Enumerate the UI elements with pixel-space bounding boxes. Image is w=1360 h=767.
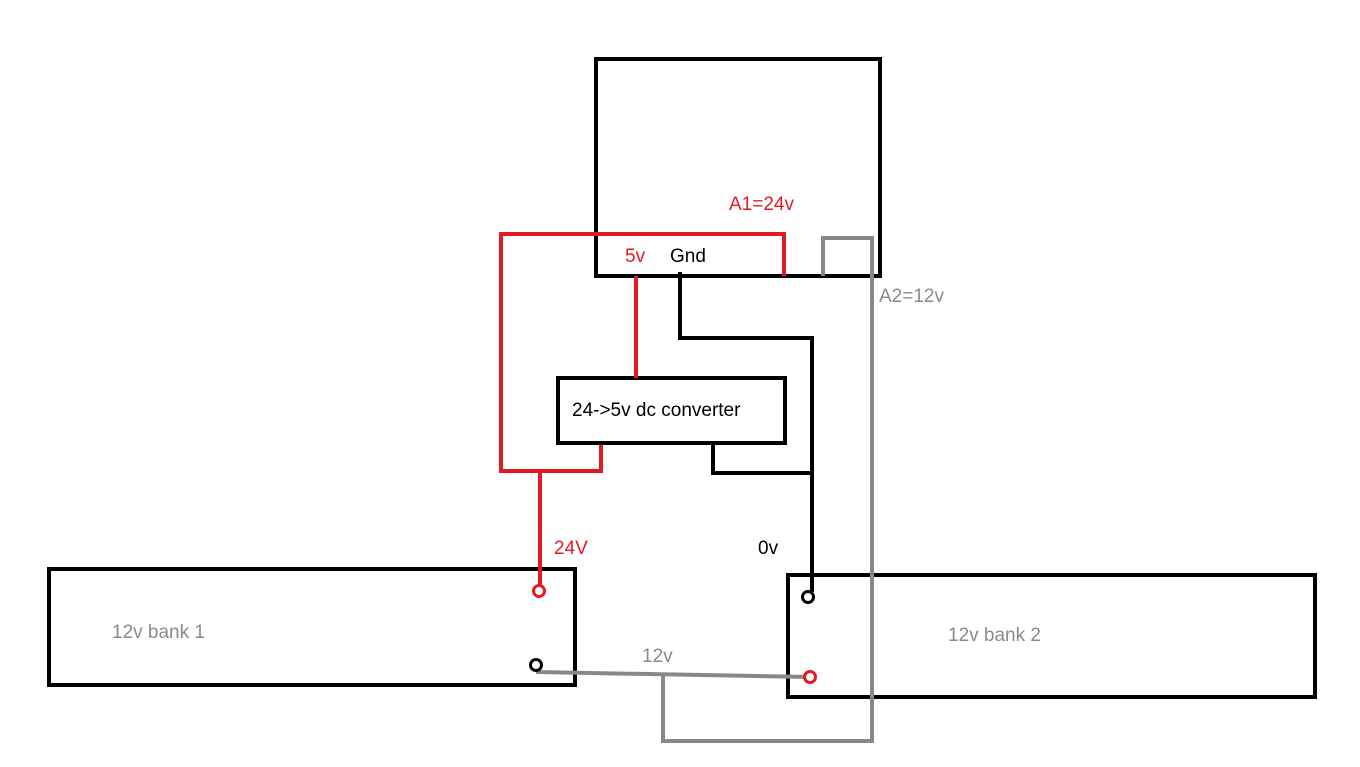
label-a1: A1=24v	[729, 194, 794, 215]
label-a2: A2=12v	[879, 286, 944, 307]
label-bank2: 12v bank 2	[948, 625, 1041, 646]
label-0v: 0v	[758, 538, 779, 559]
bank2-positive-terminal	[803, 670, 817, 684]
battery-bank-2	[786, 573, 1317, 699]
controller-board	[594, 57, 882, 278]
wire-a1-24v	[499, 232, 786, 473]
bank1-positive-terminal	[532, 584, 546, 598]
label-converter: 24->5v dc converter	[572, 400, 741, 421]
label-bank1: 12v bank 1	[112, 622, 205, 643]
wire-gnd	[678, 272, 814, 592]
label-24v: 24V	[554, 538, 588, 559]
wire-12v-bank-link	[535, 670, 811, 679]
label-12v: 12v	[642, 646, 673, 667]
wire-converter-ground	[711, 443, 812, 475]
bank2-negative-terminal	[801, 590, 815, 604]
label-5v: 5v	[625, 246, 646, 267]
bank1-negative-terminal	[529, 658, 543, 672]
dc-converter-box	[556, 376, 787, 445]
battery-bank-1	[47, 567, 577, 687]
label-gnd: Gnd	[670, 246, 706, 267]
wire-a2-12v	[661, 236, 874, 743]
